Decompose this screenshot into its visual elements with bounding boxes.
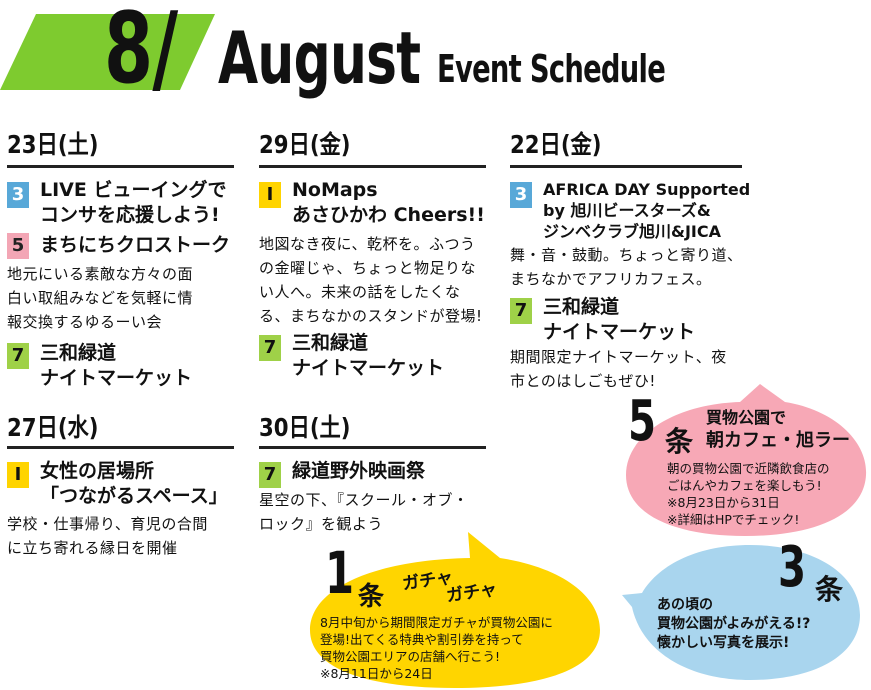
bubble-text: ※8月11日から24日: [320, 666, 433, 681]
date-heading: 27日(水): [7, 413, 99, 442]
header-subtitle: Event Schedule: [437, 47, 666, 91]
date-heading: 22日(金): [510, 130, 602, 159]
event-title: ナイトマーケット: [292, 357, 445, 379]
bubble-title: 朝カフェ・旭ラー: [706, 430, 850, 451]
event-title: by 旭川ビースターズ&: [543, 201, 711, 220]
event-badge: 7: [7, 343, 29, 369]
event-badge: I: [259, 182, 281, 208]
event-description: 地図なき夜に、乾杯を。ふつう: [259, 235, 476, 253]
event-description: 報交換するゆるーい会: [7, 313, 163, 331]
event-description: 市とのはしごもぜひ!: [510, 372, 656, 390]
event-description: 期間限定ナイトマーケット、夜: [510, 348, 727, 366]
event-badge: 7: [259, 335, 281, 361]
date-heading: 23日(土): [7, 130, 99, 159]
event-title: ナイトマーケット: [543, 321, 696, 343]
event-title: まちにちクロストーク: [40, 234, 231, 256]
event-badge: I: [7, 462, 29, 488]
bubble-text: 懐かしい写真を展示!: [657, 635, 790, 651]
event-title: 「つながるスペース」: [40, 485, 228, 507]
event-badge: 7: [259, 462, 281, 488]
date-rule: [510, 165, 742, 168]
event-title: 三和緑道: [40, 342, 117, 364]
date-heading: 29日(金): [259, 130, 351, 159]
bubble-number: 3: [778, 535, 806, 600]
bubble-jo: 条: [815, 573, 844, 606]
event-description: 白い取組みなどを気軽に情: [7, 289, 194, 307]
date-rule: [259, 446, 486, 449]
date-heading: 30日(土): [259, 413, 351, 442]
date-rule: [7, 446, 234, 449]
event-title: 緑道野外映画祭: [292, 460, 426, 482]
bubble-text: 登場!出てくる特典や割引券を持って: [320, 632, 524, 647]
event-title: AFRICA DAY Supported: [543, 180, 751, 199]
event-description: い人へ。未来の話をしたくな: [259, 283, 461, 301]
event-badge: 7: [510, 298, 532, 324]
bubble-text: ※8月23日から31日: [667, 495, 780, 510]
header-month-number: 8/: [104, 0, 178, 106]
bubble-text: 買物公園エリアの店舗へ行こう!: [320, 649, 501, 664]
bubble-number: 1: [325, 539, 354, 607]
event-title: LIVE ビューイングで: [40, 179, 227, 201]
event-description: 学校・仕事帰り、育児の合間: [7, 515, 208, 533]
event-description: 舞・音・鼓動。ちょっと寄り道、: [510, 246, 743, 264]
event-title: NoMaps: [292, 179, 378, 201]
event-description: る、まちなかのスタンドが登場!: [259, 307, 483, 325]
event-badge: 3: [510, 182, 532, 208]
event-description: ロック』を観よう: [259, 515, 384, 533]
bubble-text: 朝の買物公園で近隣飲食店の: [667, 461, 830, 476]
event-title: 三和緑道: [543, 296, 620, 318]
header-month-name: August: [218, 16, 421, 100]
pink-speech-bubble: [626, 384, 867, 536]
event-title: ナイトマーケット: [40, 367, 193, 389]
event-description: 星空の下、『スクール・オブ・: [259, 491, 469, 509]
event-title: あさひかわ Cheers!!: [292, 204, 485, 226]
event-title: コンサを応援しよう!: [40, 204, 220, 226]
date-rule: [7, 165, 234, 168]
event-description: 地元にいる素敵な方々の面: [7, 265, 194, 283]
date-rule: [259, 165, 486, 168]
bubble-number: 5: [628, 389, 656, 454]
event-title: ジンベクラブ旭川&JICA: [543, 222, 721, 241]
blue-speech-bubble: [622, 545, 860, 680]
bubble-jo: 条: [358, 582, 385, 612]
event-badge: 3: [7, 182, 29, 208]
event-description: の金曜じゃ、ちょっと物足りな: [259, 259, 477, 277]
event-description: まちなかでアフリカフェス。: [510, 270, 712, 288]
bubble-title: 買物公園で: [706, 408, 787, 427]
bubble-text: 買物公園がよみがえる!?: [657, 616, 811, 632]
bubble-text: あの頃の: [657, 597, 713, 613]
bubble-text: 8月中旬から期間限定ガチャが買物公園に: [320, 615, 553, 630]
event-badge: 5: [7, 233, 29, 259]
bubble-jo: 条: [665, 425, 694, 458]
event-description: に立ち寄れる縁日を開催: [7, 539, 178, 557]
event-title: 三和緑道: [292, 332, 369, 354]
bubble-text: ごはんやカフェを楽しもう!: [667, 478, 822, 493]
yellow-speech-bubble: [310, 532, 600, 688]
bubble-text: ※詳細はHPでチェック!: [667, 512, 800, 527]
event-title: 女性の居場所: [40, 460, 155, 482]
header-green-bar: [0, 14, 215, 90]
